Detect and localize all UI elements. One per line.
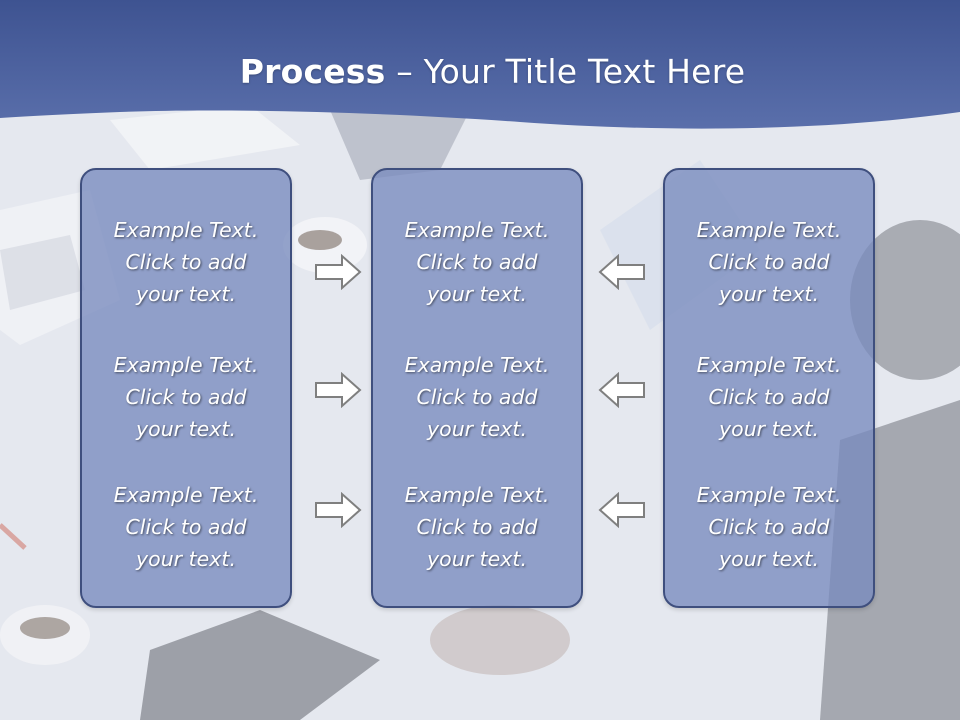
text-line: Click to add xyxy=(416,385,538,409)
text-line: Example Text. xyxy=(113,483,259,507)
arrow-right-icon xyxy=(315,372,362,408)
text-line: your text. xyxy=(136,547,236,571)
header-band xyxy=(0,0,960,129)
text-line: your text. xyxy=(427,547,527,571)
text-line: Example Text. xyxy=(113,218,259,242)
text-placeholder[interactable]: Example Text. Click to add your text. xyxy=(373,214,581,310)
text-line: Click to add xyxy=(708,250,830,274)
text-line: Click to add xyxy=(125,250,247,274)
text-line: your text. xyxy=(719,282,819,306)
arrow-left-icon xyxy=(598,372,645,408)
text-line: Example Text. xyxy=(696,483,842,507)
text-line: your text. xyxy=(719,547,819,571)
process-box-right[interactable]: Example Text. Click to add your text. Ex… xyxy=(663,168,875,608)
text-line: Example Text. xyxy=(404,353,550,377)
page-title: Process – Your Title Text Here xyxy=(0,52,960,91)
title-rest: Your Title Text Here xyxy=(423,52,746,91)
arrow-left-icon xyxy=(598,492,645,528)
arrow-right-icon xyxy=(315,492,362,528)
text-line: your text. xyxy=(719,417,819,441)
text-line: Click to add xyxy=(416,515,538,539)
text-line: Example Text. xyxy=(404,483,550,507)
text-placeholder[interactable]: Example Text. Click to add your text. xyxy=(665,349,873,445)
text-placeholder[interactable]: Example Text. Click to add your text. xyxy=(82,214,290,310)
arrow-right-icon xyxy=(315,254,362,290)
text-line: your text. xyxy=(136,417,236,441)
text-placeholder[interactable]: Example Text. Click to add your text. xyxy=(373,349,581,445)
title-separator: – xyxy=(385,52,424,91)
text-line: your text. xyxy=(427,417,527,441)
title-bold: Process xyxy=(239,52,386,91)
text-line: Click to add xyxy=(125,515,247,539)
text-line: Click to add xyxy=(708,385,830,409)
text-line: Click to add xyxy=(416,250,538,274)
text-placeholder[interactable]: Example Text. Click to add your text. xyxy=(665,479,873,575)
text-line: Example Text. xyxy=(696,218,842,242)
text-line: Example Text. xyxy=(113,353,259,377)
process-box-middle[interactable]: Example Text. Click to add your text. Ex… xyxy=(371,168,583,608)
process-box-left[interactable]: Example Text. Click to add your text. Ex… xyxy=(80,168,292,608)
text-placeholder[interactable]: Example Text. Click to add your text. xyxy=(373,479,581,575)
text-line: your text. xyxy=(427,282,527,306)
text-placeholder[interactable]: Example Text. Click to add your text. xyxy=(665,214,873,310)
text-line: your text. xyxy=(136,282,236,306)
text-line: Example Text. xyxy=(404,218,550,242)
text-line: Click to add xyxy=(708,515,830,539)
text-placeholder[interactable]: Example Text. Click to add your text. xyxy=(82,479,290,575)
text-placeholder[interactable]: Example Text. Click to add your text. xyxy=(82,349,290,445)
arrow-left-icon xyxy=(598,254,645,290)
text-line: Click to add xyxy=(125,385,247,409)
text-line: Example Text. xyxy=(696,353,842,377)
